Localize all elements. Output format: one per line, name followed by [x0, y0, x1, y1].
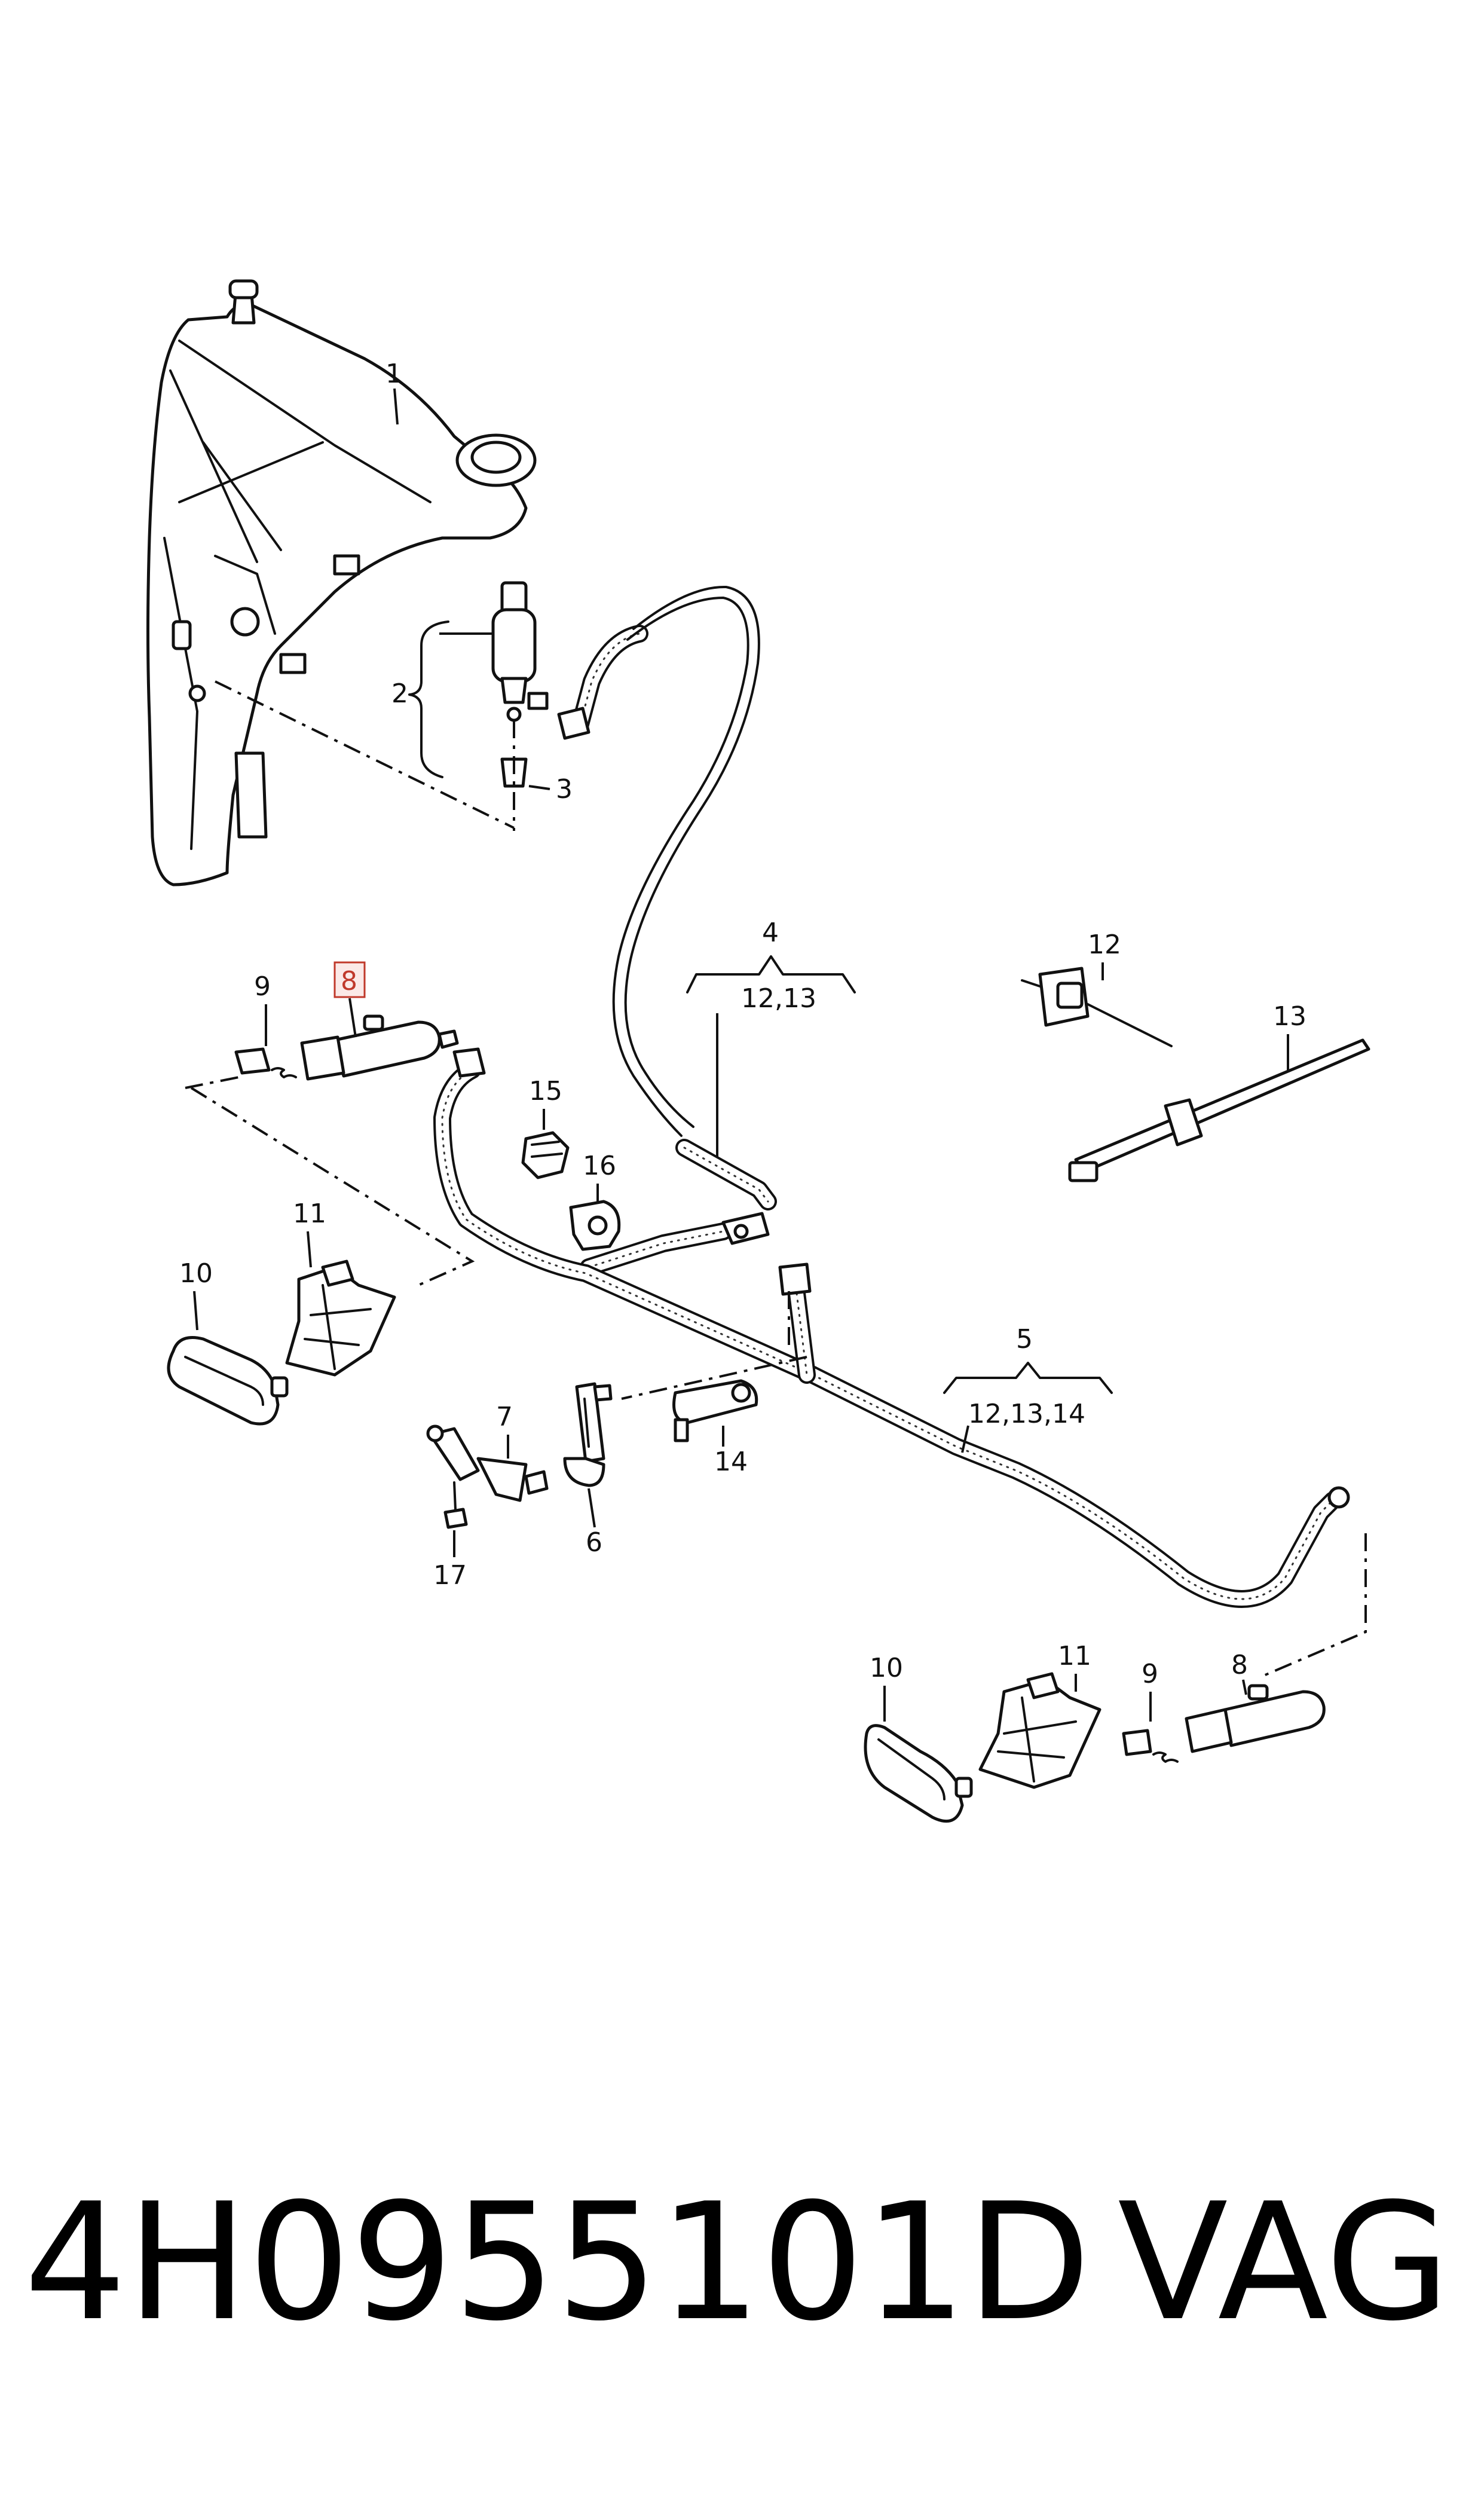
label-hose-upper: 4 — [762, 918, 779, 948]
bracket-left[interactable] — [285, 1259, 396, 1377]
label-nozzle-right: 8 — [1231, 1650, 1248, 1680]
washer-pump[interactable] — [491, 581, 549, 722]
cable-tie[interactable] — [1068, 1038, 1370, 1182]
label-bracket-left: 11 — [293, 1199, 326, 1229]
label-elbow: 6 — [586, 1527, 602, 1558]
nozzle-connector[interactable] — [426, 1424, 549, 1502]
holder[interactable] — [569, 1200, 621, 1251]
label-spring-left: 9 — [254, 971, 271, 1002]
label-hose-lower: 5 — [1016, 1324, 1033, 1355]
spring-left[interactable] — [234, 1047, 297, 1078]
label-bracket-right: 11 — [1058, 1641, 1091, 1671]
selected-part-box — [333, 961, 366, 998]
label-nozzle-left[interactable]: 8 — [341, 966, 357, 996]
label-nut: 15 — [529, 1076, 562, 1106]
nozzle-right-alignment — [1260, 1533, 1367, 1678]
parts-diagram: 1 2 3 4 12,13 — [146, 279, 1370, 1823]
label-cable-tie: 13 — [1273, 1001, 1306, 1032]
label-spring-right: 9 — [1142, 1659, 1158, 1689]
hose-upper-brace — [686, 955, 856, 993]
hose-lower-brace — [943, 1362, 1113, 1394]
label-clip: 12 — [1088, 930, 1121, 960]
cap-left[interactable] — [167, 1336, 289, 1426]
label-hose-lower-refs: 12,13,14 — [968, 1399, 1085, 1429]
label-cap-left: 10 — [179, 1258, 213, 1289]
clip[interactable] — [1021, 967, 1173, 1047]
distribution-hose[interactable] — [433, 1047, 1350, 1608]
bracket-right[interactable] — [978, 1672, 1101, 1789]
hose-clip[interactable] — [672, 1379, 758, 1442]
cap-right[interactable] — [864, 1724, 973, 1823]
leader-tank — [393, 388, 399, 425]
label-pump: 2 — [391, 678, 408, 709]
hose-clip-alignment — [621, 1291, 807, 1400]
label-hose-upper-refs: 12,13 — [741, 983, 816, 1014]
label-screw: 17 — [433, 1560, 467, 1591]
hose-4[interactable] — [580, 1139, 777, 1276]
spring-right[interactable] — [1122, 1729, 1179, 1763]
label-grommet: 3 — [556, 774, 573, 805]
pump-alignment-line — [215, 680, 515, 831]
label-tank: 1 — [385, 359, 402, 389]
nozzle-left-alignment — [185, 1075, 475, 1286]
brand-name: VAG — [1118, 2168, 1451, 2356]
label-holder: 16 — [583, 1151, 616, 1181]
washer-reservoir[interactable] — [146, 279, 537, 886]
nozzle-left[interactable] — [300, 1014, 459, 1081]
pump-brace — [408, 620, 449, 778]
label-cap-right: 10 — [870, 1653, 903, 1683]
part-number: 4H0955101D — [24, 2168, 1091, 2356]
nut[interactable] — [521, 1131, 570, 1179]
screw[interactable] — [443, 1481, 468, 1529]
nozzle-right[interactable] — [1185, 1684, 1326, 1753]
label-connector: 7 — [496, 1402, 513, 1432]
supply-hose-upper[interactable] — [557, 585, 760, 1137]
label-hose-clip: 14 — [714, 1447, 748, 1477]
elbow-connector[interactable] — [563, 1382, 613, 1487]
